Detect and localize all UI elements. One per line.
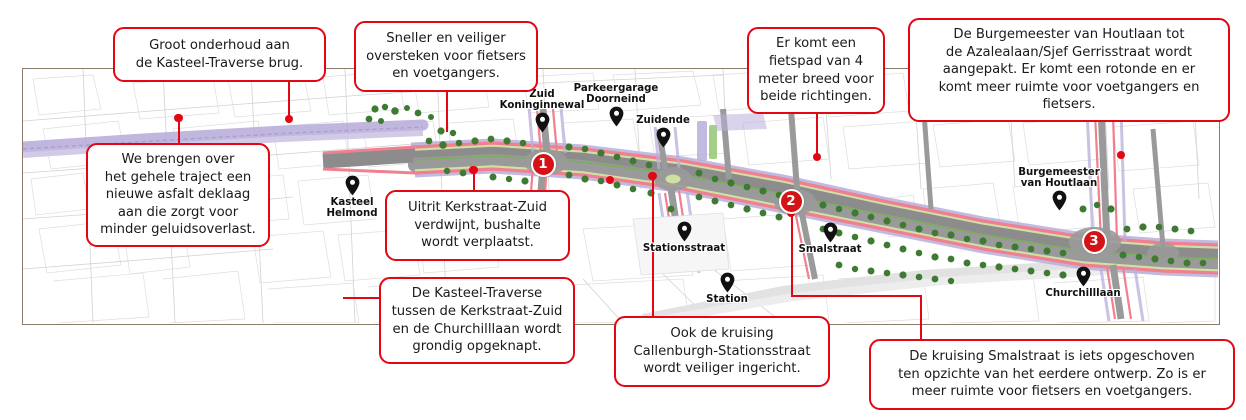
map-pin-label: Station [706,294,748,305]
location-pin-icon [1052,190,1067,211]
location-pin-icon [535,112,550,133]
map-pin[interactable]: Parkeergarage Doorneind [561,83,671,127]
callout-uitrit-kerkstraat[interactable]: Uitrit Kerkstraat-Zuid verdwijnt, bushal… [385,190,570,261]
callout-kruising-smalstraat[interactable]: De kruising Smalstraat is iets opgeschov… [869,339,1235,410]
leader-oversteken [446,92,449,132]
numbered-marker-2[interactable]: 2 [778,188,804,214]
callout-asfalt-deklaag[interactable]: We brengen over het gehele traject een n… [86,143,270,247]
leader-fietspad-anchor-dot [813,153,822,161]
corridor-anchor-dot-1 [469,166,477,174]
callout-fietspad[interactable]: Er komt een fietspad van 4 meter breed v… [747,27,885,114]
location-pin-icon [677,221,692,242]
leader-kasteel-traverse [343,297,379,300]
map-pin[interactable]: Stationsstraat [629,221,739,254]
map-pin-label: Parkeergarage Doorneind [573,83,659,106]
leader-asfalt-deklaag [178,118,181,143]
location-pin-icon [823,222,838,243]
callout-onderhoud-brug[interactable]: Groot onderhoud aan de Kasteel-Traverse … [113,27,326,82]
map-pin-label: Zuidende [636,115,690,126]
callout-burgemeester-houtlaan[interactable]: De Burgemeester van Houtlaan tot de Azal… [908,18,1230,122]
leader-smalstraat-h [791,295,922,298]
leader-smalstraat-v [920,297,923,339]
callout-oversteken[interactable]: Sneller en veiliger oversteken voor fiet… [354,21,538,92]
location-pin-icon [1076,266,1091,287]
map-pin-label: Smalstraat [798,244,862,255]
callout-kruising-callenburgh[interactable]: Ook de kruising Callenburgh-Stationsstra… [614,316,830,387]
location-pin-icon [656,127,671,148]
map-pin-label: Churchilllaan [1045,288,1121,299]
corridor-anchor-dot-2 [648,172,656,180]
leader-onderhoud-brug-anchor-dot [285,115,294,123]
leader-fietspad [816,114,819,157]
map-pin-label: Stationsstraat [642,243,726,254]
location-pin-icon [609,106,624,127]
map-pin-label: Burgemeester van Houtlaan [1018,167,1100,190]
numbered-marker-1[interactable]: 1 [530,151,556,177]
callout-kasteel-traverse[interactable]: De Kasteel-Traverse tussen de Kerkstraat… [379,277,575,364]
map-pin[interactable]: Churchilllaan [1028,266,1138,299]
location-pin-icon [345,175,360,196]
map-pin[interactable]: Station [672,272,782,305]
map-pin[interactable]: Zuid Koninginnewal [487,89,597,133]
map-pin[interactable]: Kasteel Helmond [297,175,407,219]
leader-uitrit-kerkstraat [473,170,476,190]
leader-smalstraat-up [791,213,794,297]
leader-kruising-callenburgh [652,176,655,316]
corridor-anchor-dot-6 [1117,151,1125,159]
corridor-anchor-dot-3 [174,114,182,122]
location-pin-icon [720,272,735,293]
map-pin[interactable]: Zuidende [608,115,718,148]
corridor-anchor-dot-4 [606,176,614,184]
leader-onderhoud-brug [288,82,291,119]
map-pin[interactable]: Smalstraat [775,222,885,255]
map-pin-label: Kasteel Helmond [326,197,378,220]
map-pin-label: Zuid Koninginnewal [499,89,585,112]
numbered-marker-3[interactable]: 3 [1081,228,1107,254]
map-pin[interactable]: Burgemeester van Houtlaan [1004,167,1114,211]
